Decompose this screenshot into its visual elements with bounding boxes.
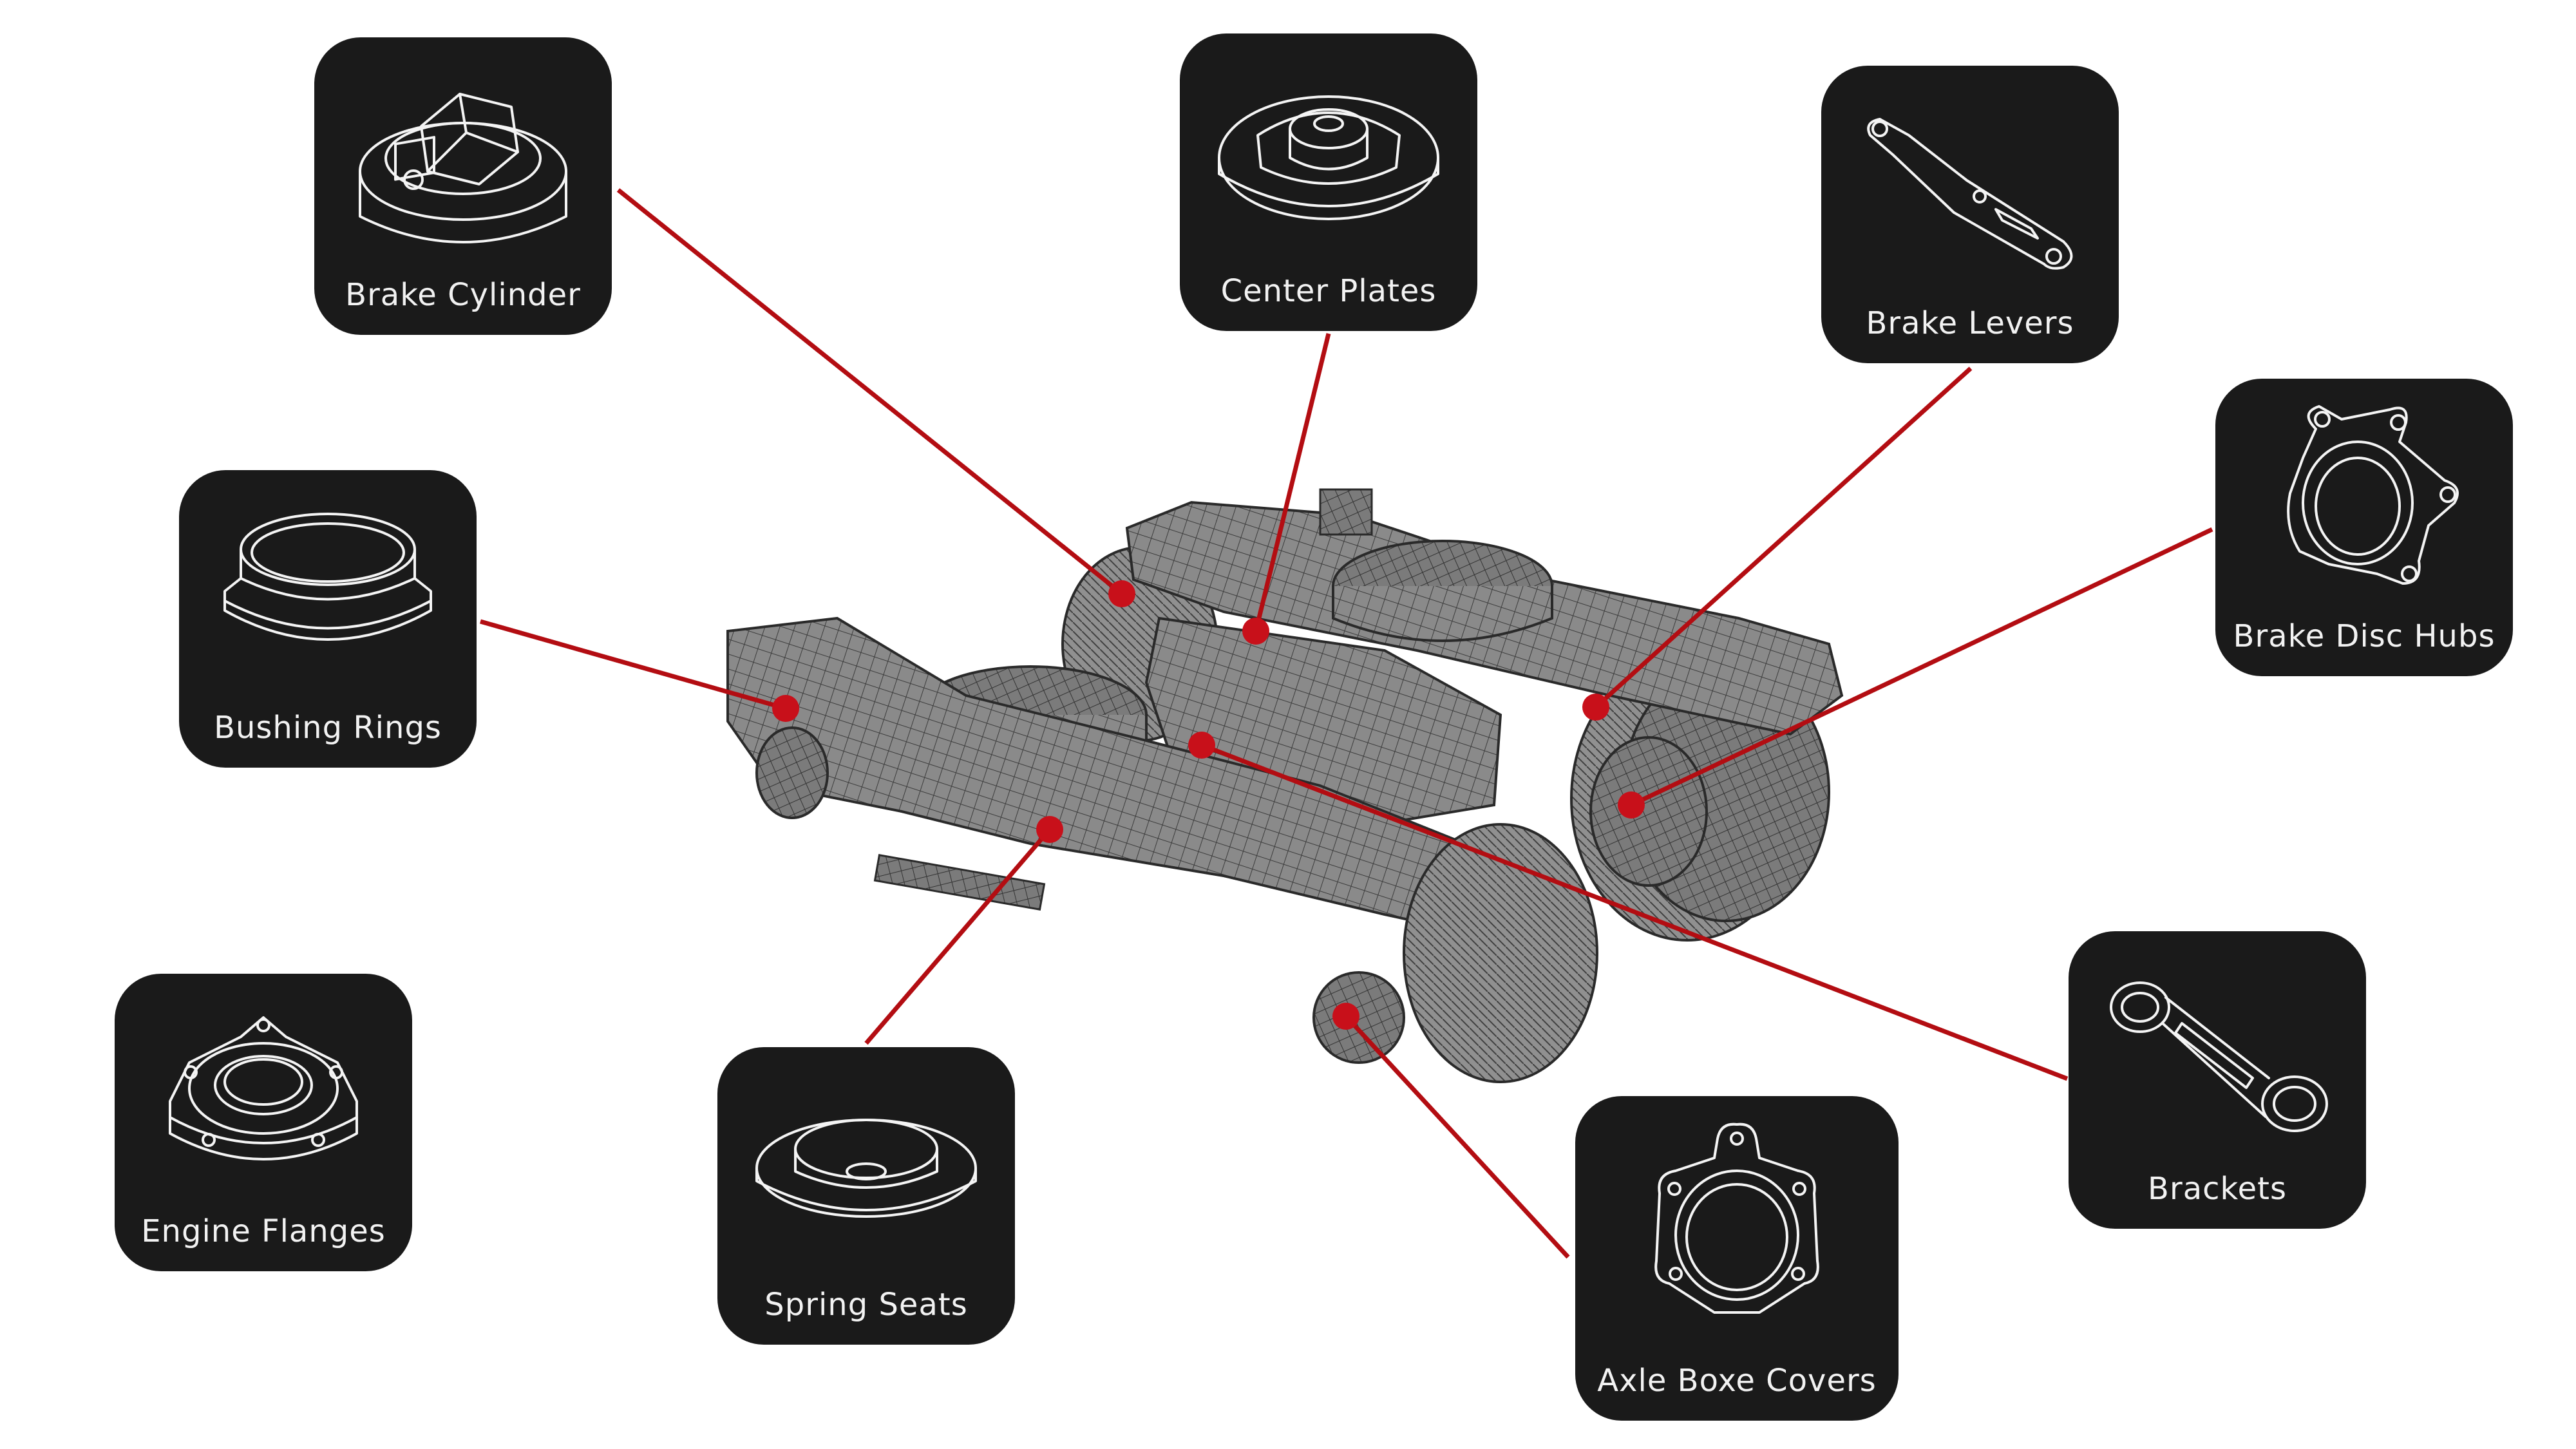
card-center-plates: Center Plates: [1180, 33, 1477, 331]
leader-lines: [480, 188, 2213, 1259]
card-axle-boxe-covers: Axle Boxe Covers: [1575, 1096, 1899, 1421]
anchor-dot-bushing-rings: [772, 695, 799, 722]
axle-box-cover-icon: [1654, 1122, 1819, 1314]
anchor-dot-brake-cylinder: [1108, 580, 1135, 607]
leader-line-brackets: [1200, 743, 2069, 1081]
part-label: Center Plates: [1220, 273, 1437, 309]
bushing-ring-icon: [223, 513, 432, 641]
anchor-dots: [772, 580, 1645, 1030]
anchor-dot-brake-disc-hubs: [1618, 791, 1645, 819]
card-brake-cylinder: Brake Cylinder: [314, 37, 612, 335]
card-brake-disc-hubs: Brake Disc Hubs: [2215, 379, 2513, 676]
part-label: Brake Levers: [1866, 305, 2074, 341]
part-label: Brake Disc Hubs: [2233, 618, 2496, 654]
brake-lever-icon: [1867, 118, 2073, 270]
bogie-frame: [726, 488, 1844, 1083]
center-plate-icon: [1218, 95, 1439, 220]
anchor-dot-brake-levers: [1582, 694, 1609, 721]
spring-seat-icon: [755, 1119, 977, 1218]
card-brake-levers: Brake Levers: [1821, 66, 2119, 363]
leader-line-brake-disc-hubs: [1630, 527, 2213, 808]
anchor-dot-center-plates: [1242, 618, 1269, 645]
leader-line-spring-seats: [864, 828, 1052, 1045]
part-label: Brackets: [2148, 1171, 2287, 1207]
engine-flange-icon: [169, 1016, 358, 1160]
anchor-dot-spring-seats: [1036, 816, 1063, 843]
leader-line-center-plates: [1253, 333, 1331, 632]
leader-line-brake-cylinder: [616, 188, 1124, 596]
part-label: Axle Boxe Covers: [1597, 1363, 1877, 1399]
bracket-icon: [2110, 981, 2328, 1132]
anchor-dot-axle-boxe-covers: [1332, 1003, 1359, 1030]
part-label: Engine Flanges: [141, 1213, 386, 1249]
leader-line-axle-boxe-covers: [1344, 1014, 1570, 1259]
brake-disc-hub-icon: [2287, 405, 2459, 585]
part-label: Bushing Rings: [214, 710, 442, 746]
anchor-dot-brackets: [1188, 732, 1215, 759]
leader-line-bushing-rings: [480, 619, 786, 711]
part-label: Spring Seats: [764, 1287, 968, 1323]
brake-cylinder-icon: [359, 93, 567, 243]
part-label: Brake Cylinder: [345, 277, 581, 313]
card-engine-flanges: Engine Flanges: [115, 974, 412, 1271]
card-bushing-rings: Bushing Rings: [179, 470, 477, 768]
card-brackets: Brackets: [2069, 931, 2366, 1229]
leader-line-brake-levers: [1594, 366, 1973, 709]
card-spring-seats: Spring Seats: [717, 1047, 1015, 1345]
